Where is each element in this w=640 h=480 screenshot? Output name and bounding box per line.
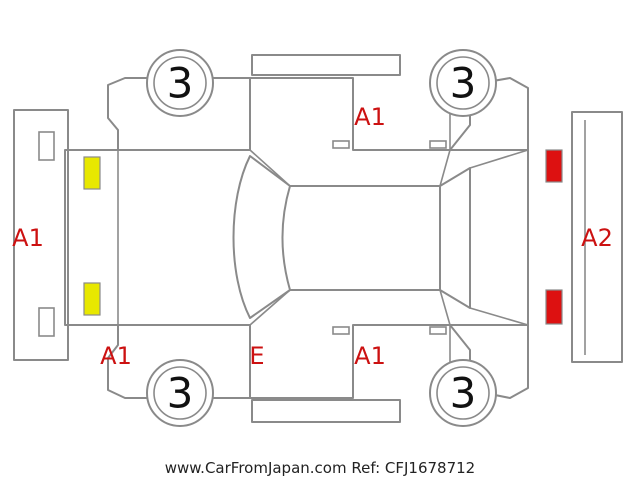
front-lamp-top [83, 156, 101, 190]
tire-front-top: 3 [146, 49, 214, 117]
front-lamp-bottom [83, 282, 101, 316]
damage-code-top-doors: A1 [354, 103, 386, 131]
tire-rating-front-bottom: 3 [167, 369, 194, 418]
rear-lamp-bottom [545, 289, 563, 325]
damage-code-front-bumper: A1 [12, 224, 44, 252]
rear-bumper [571, 111, 623, 363]
damage-code-bottom-doors: A1 [354, 342, 386, 370]
damage-code-rear-bumper: A2 [581, 224, 613, 252]
damage-code-a-pillar-bottom: E [249, 342, 264, 370]
reference-footer: www.CarFromJapan.com Ref: CFJ1678712 [165, 459, 475, 477]
tire-rating-rear-bottom: 3 [450, 369, 477, 418]
front-bumper [13, 109, 69, 361]
tire-rear-top: 3 [429, 49, 497, 117]
tire-rating-front-top: 3 [167, 59, 194, 108]
damage-code-front-fender-bottom: A1 [100, 342, 132, 370]
tire-rear-bottom: 3 [429, 359, 497, 427]
tire-rating-rear-top: 3 [450, 59, 477, 108]
tire-front-bottom: 3 [146, 359, 214, 427]
rear-lamp-top [545, 149, 563, 183]
